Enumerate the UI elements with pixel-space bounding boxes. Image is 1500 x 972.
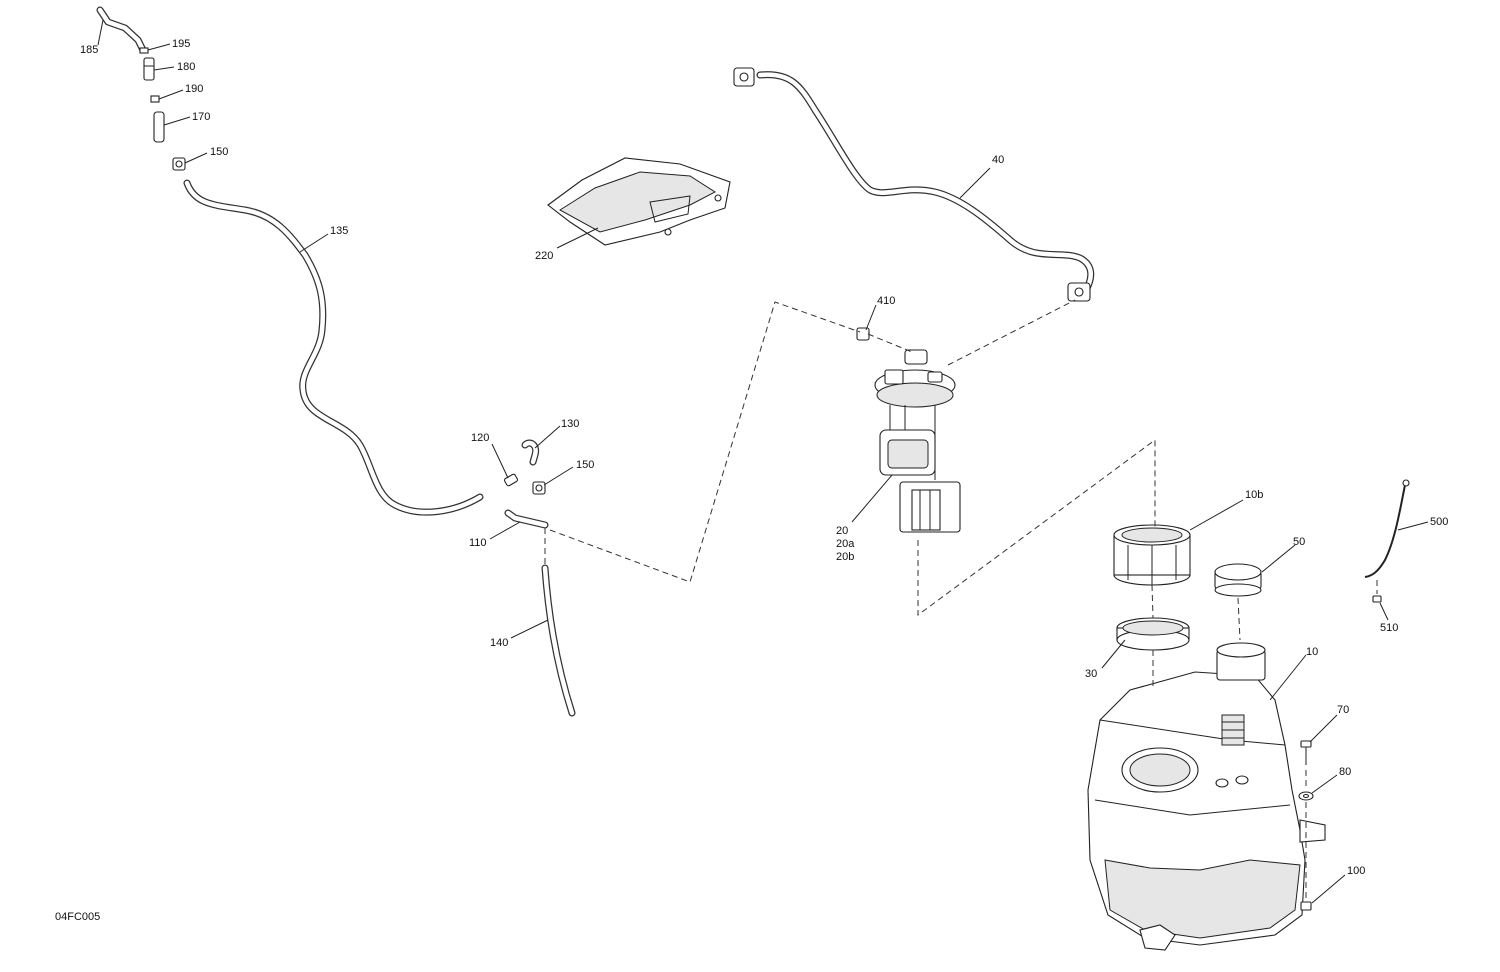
vent-hose-135 <box>183 179 484 516</box>
callout-140: 140 <box>490 637 508 649</box>
callout-100: 100 <box>1347 865 1365 877</box>
callout-130: 130 <box>561 418 579 430</box>
nut-100 <box>1300 901 1312 911</box>
connector-120 <box>503 473 519 487</box>
callout-20b: 20b <box>836 551 854 563</box>
callout-220: 220 <box>535 250 553 262</box>
callout-120: 120 <box>471 432 489 444</box>
callout-500: 500 <box>1430 516 1448 528</box>
clip-410 <box>856 327 870 341</box>
vent-hose-185 <box>96 6 147 54</box>
callout-20: 20 <box>836 525 848 537</box>
callout-30: 30 <box>1085 668 1097 680</box>
fuel-tank-10 <box>1087 642 1326 951</box>
drawing-code: 04FC005 <box>55 911 100 923</box>
hose-140 <box>541 564 576 717</box>
callout-110: 110 <box>469 537 487 549</box>
elbow-hose-110 <box>504 509 549 529</box>
leader-lines <box>97 19 1429 904</box>
skid-plate-220 <box>547 157 731 246</box>
callout-170: 170 <box>192 111 210 123</box>
gasket-30 <box>1116 617 1190 651</box>
washer-80 <box>1298 791 1314 801</box>
fuel-cap-50 <box>1214 563 1262 597</box>
locking-ring-10b <box>1113 524 1191 586</box>
callout-70: 70 <box>1337 704 1349 716</box>
callout-50: 50 <box>1293 536 1305 548</box>
callout-40: 40 <box>992 154 1004 166</box>
callout-180: 180 <box>177 61 195 73</box>
callout-labels: 185 195 180 190 170 150 135 220 40 410 1… <box>80 38 1448 877</box>
callout-150-top: 150 <box>210 146 228 158</box>
clip-510 <box>1372 595 1382 603</box>
callout-510: 510 <box>1380 622 1398 634</box>
callout-80: 80 <box>1339 766 1351 778</box>
fitting-150-top <box>172 157 186 171</box>
fuel-line-40 <box>733 67 1095 302</box>
fitting-150-middle <box>532 481 546 495</box>
callout-20a: 20a <box>836 538 855 550</box>
bolt-70 <box>1300 740 1312 765</box>
check-valve-180 <box>143 57 155 81</box>
callout-135: 135 <box>330 225 348 237</box>
elbow-hose-130 <box>521 439 540 466</box>
callout-410: 410 <box>877 295 895 307</box>
hose-170 <box>153 111 165 143</box>
callout-10b: 10b <box>1245 489 1263 501</box>
assembly-lines <box>544 299 1378 900</box>
clamp-190 <box>150 95 160 103</box>
callout-195: 195 <box>172 38 190 50</box>
callout-10: 10 <box>1306 646 1318 658</box>
callout-190: 190 <box>185 83 203 95</box>
callout-185: 185 <box>80 44 98 56</box>
fuel-pump-module-20 <box>874 349 961 533</box>
sensor-wire-500 <box>1364 479 1410 578</box>
callout-150-middle: 150 <box>576 459 594 471</box>
clamp-195 <box>139 47 149 54</box>
